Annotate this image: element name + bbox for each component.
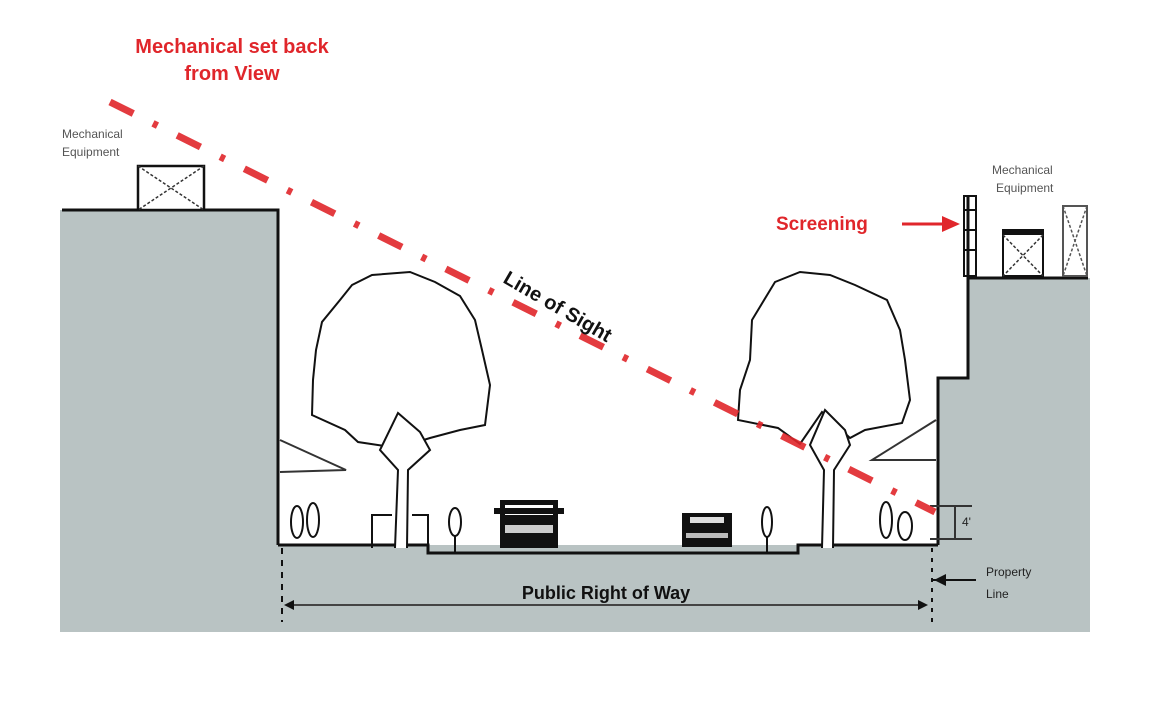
- right-equipment-label-2: Equipment: [996, 181, 1054, 195]
- line-of-sight: [108, 98, 937, 516]
- right-building-outline: [936, 196, 1088, 545]
- left-roof-line: [62, 208, 280, 545]
- left-awning: [279, 439, 347, 473]
- screening-label: Screening: [776, 214, 868, 235]
- right-tree-icon: [736, 270, 912, 549]
- pedestrian-icons: [290, 501, 913, 552]
- right-of-way-dimension: [284, 600, 928, 610]
- left-equipment-label-2: Equipment: [62, 145, 120, 159]
- public-right-of-way-label: Public Right of Way: [522, 583, 690, 603]
- height-marker: [930, 505, 972, 540]
- left-equipment-label-1: Mechanical: [62, 127, 123, 141]
- left-tree-icon: [310, 270, 492, 549]
- car-icon-right: [682, 513, 732, 547]
- right-equipment-label-1: Mechanical: [992, 163, 1053, 177]
- right-mechanical-equipment-icon: [1002, 205, 1088, 277]
- title-line-2: from View: [184, 63, 280, 85]
- property-line-label-1: Property: [986, 565, 1031, 579]
- right-building-mass: [938, 278, 1090, 632]
- car-icon-left: [494, 500, 564, 548]
- left-building-mass: [60, 210, 278, 632]
- screening-element: [963, 195, 977, 277]
- title-line-1: Mechanical set back: [135, 36, 329, 58]
- screening-arrow-icon: [902, 216, 960, 232]
- right-awning: [868, 419, 937, 461]
- height-marker-label: 4': [962, 515, 971, 529]
- street-ground: [278, 545, 938, 632]
- left-mechanical-equipment-icon: [136, 164, 206, 212]
- property-line-arrow: [932, 574, 976, 586]
- property-line-label-2: Line: [986, 587, 1009, 601]
